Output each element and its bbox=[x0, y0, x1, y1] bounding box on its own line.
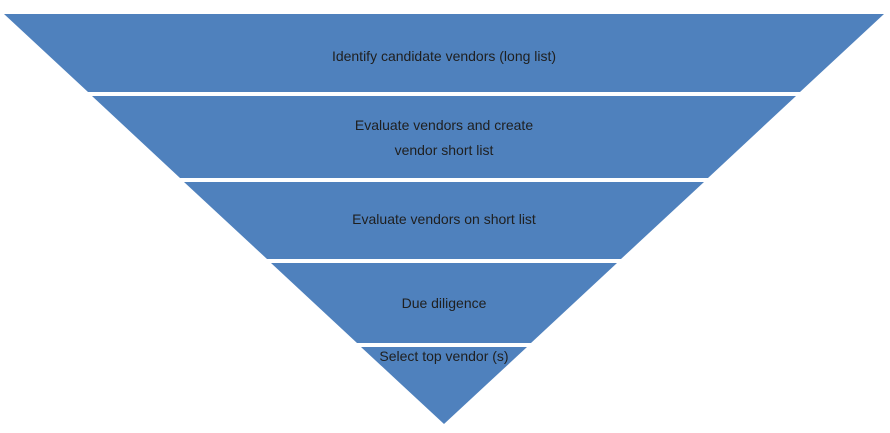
funnel-segment-5-label: Select top vendor (s) bbox=[379, 348, 508, 364]
funnel-segment-evaluate-create-shortlist bbox=[92, 96, 796, 178]
funnel-segment-2-label-line-1: Evaluate vendors and create bbox=[355, 117, 533, 133]
funnel-segment-3-label: Evaluate vendors on short list bbox=[352, 211, 536, 227]
funnel-segment-identify-candidates bbox=[4, 14, 884, 92]
funnel-segment-4-label: Due diligence bbox=[402, 295, 487, 311]
funnel-segment-1-label: Identify candidate vendors (long list) bbox=[332, 48, 556, 64]
funnel-segment-select-top-vendor bbox=[361, 347, 527, 424]
funnel-segment-2-label-line-2: vendor short list bbox=[395, 142, 494, 158]
funnel-segment-due-diligence bbox=[271, 263, 617, 343]
funnel-segment-evaluate-shortlist bbox=[184, 182, 704, 259]
